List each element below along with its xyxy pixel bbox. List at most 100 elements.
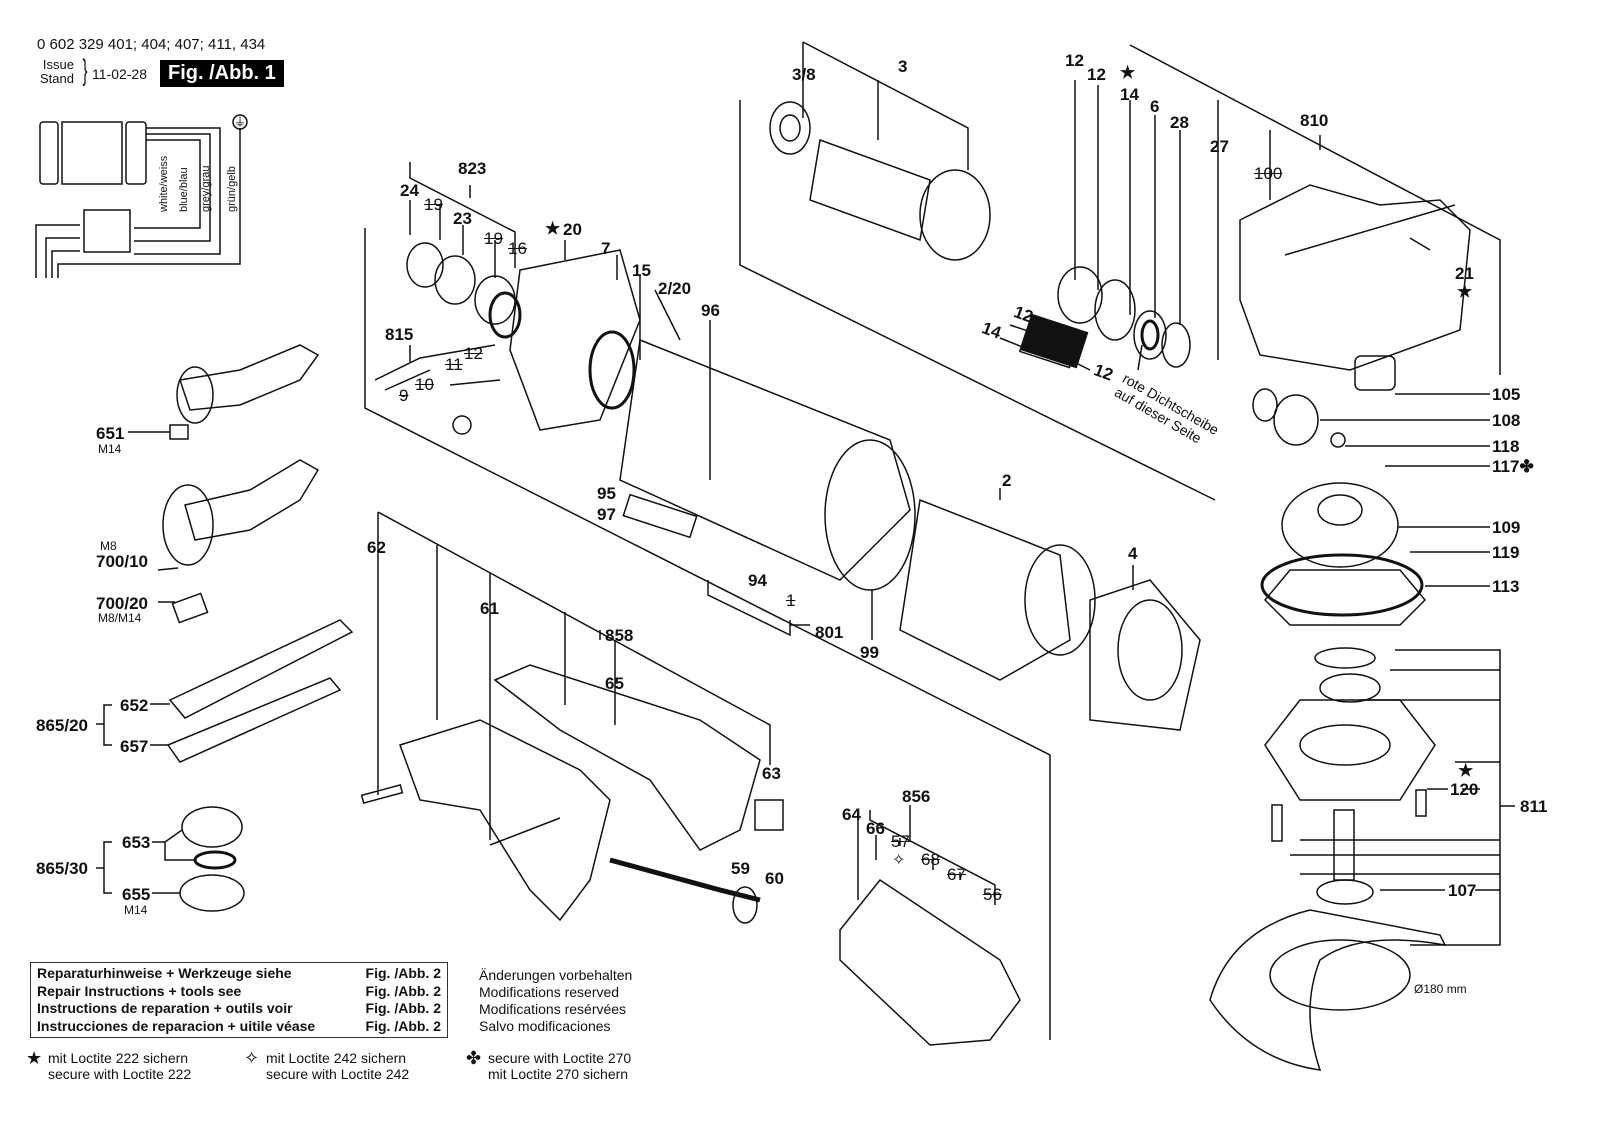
legend-line: mit Loctite 242 sichern xyxy=(266,1050,407,1066)
callout-700-10: 700/10 xyxy=(96,552,148,571)
part-numbers: 0 602 329 401; 404; 407; 411, 434 xyxy=(37,36,266,53)
callout-11: 11 xyxy=(445,355,463,374)
callout-865-20: 865/20 xyxy=(36,716,88,735)
callout-120: 120 xyxy=(1450,780,1479,799)
callout-12: 12 xyxy=(1087,65,1106,84)
clover-icon: ✤ xyxy=(1519,457,1534,476)
callout-117: 117✤ xyxy=(1492,458,1534,475)
issue-label-de: Stand xyxy=(40,71,74,86)
callout-2: 2 xyxy=(1002,471,1012,490)
callout-94: 94 xyxy=(748,571,767,590)
callout-810: 810 xyxy=(1300,111,1329,130)
callout-28: 28 xyxy=(1170,113,1189,132)
callout-651: 651 xyxy=(96,424,125,443)
callout-15: 15 xyxy=(632,261,651,280)
callout-653: 653 xyxy=(122,833,151,852)
repair-row-text: Repair Instructions + tools see xyxy=(37,982,242,999)
callout-10: 10 xyxy=(415,375,434,394)
callout-100: 100 xyxy=(1254,164,1283,183)
callout-97: 97 xyxy=(597,505,616,524)
repair-row-ref: Fig. /Abb. 2 xyxy=(365,982,441,999)
wiring-diagram xyxy=(35,114,248,278)
repair-row-text: Reparaturhinweise + Werkzeuge siehe xyxy=(37,965,292,981)
callout-815: 815 xyxy=(385,325,414,344)
callout-56: 56 xyxy=(983,885,1002,904)
callout-67: 67 xyxy=(947,865,966,884)
issue-label: Issue Stand xyxy=(40,58,74,86)
repair-row-ref: Fig. /Abb. 2 xyxy=(365,1017,441,1034)
filled-star-icon: ★ xyxy=(26,1048,43,1068)
outline-star-icon: ✧ xyxy=(244,1048,260,1068)
legend-line: secure with Loctite 222 xyxy=(48,1066,192,1082)
handle-accessories xyxy=(96,344,354,912)
callout-9: 9 xyxy=(399,386,409,405)
callout-57: 57 xyxy=(891,832,910,851)
callout-801: 801 xyxy=(815,623,844,642)
callout-14: 14 xyxy=(1120,85,1139,104)
callout-19: 19 xyxy=(424,195,443,214)
callout-113: 113 xyxy=(1492,577,1520,596)
repair-row: Reparaturhinweise + Werkzeuge siehe Fig. … xyxy=(37,965,441,983)
callout-24: 24 xyxy=(400,181,419,200)
callout-700-20-thread: M8/M14 xyxy=(98,611,142,625)
callout-59: 59 xyxy=(731,859,750,878)
wire-label-green-yellow: grün/gelb xyxy=(226,166,238,212)
callout-108: 108 xyxy=(1492,411,1521,430)
callout-61: 61 xyxy=(480,599,499,618)
callout-823: 823 xyxy=(458,159,487,178)
wire-label-grey: grey/grau xyxy=(200,165,212,212)
callout-109: 109 xyxy=(1492,518,1521,537)
callout-60: 60 xyxy=(765,869,784,888)
modifications-line: Änderungen vorbehalten xyxy=(479,967,633,983)
callout-3-8: 3/8 xyxy=(792,65,816,84)
callout-865-30: 865/30 xyxy=(36,859,88,878)
gear-head-housing xyxy=(1239,184,1490,626)
callout-655-thread: M14 xyxy=(124,903,148,917)
callout-652: 652 xyxy=(120,696,149,715)
brush-holder-group xyxy=(374,162,522,435)
legend-loctite-222: ★ mit Loctite 222 sichern secure with Lo… xyxy=(26,1049,192,1082)
repair-row: Instrucciones de reparacion + uitile véa… xyxy=(37,1018,441,1036)
callout-96: 96 xyxy=(701,301,720,320)
repair-row: Instructions de reparation + outils voir… xyxy=(37,1000,441,1018)
callout-700-20: 700/20 xyxy=(96,594,148,613)
callout-12: 12 xyxy=(1065,51,1084,70)
callout-99: 99 xyxy=(860,643,879,662)
callout-117-text: 117 xyxy=(1492,457,1520,476)
issue-date: 11-02-28 xyxy=(92,66,148,82)
callout-2-20: 2/20 xyxy=(658,279,692,298)
callout-700-10-thread: M8 xyxy=(100,539,117,553)
diameter-label: Ø180 mm xyxy=(1414,982,1467,996)
star-icon: ★ xyxy=(1458,761,1474,780)
legend-loctite-242: ✧ mit Loctite 242 sichern secure with Lo… xyxy=(244,1049,409,1082)
callout-105: 105 xyxy=(1492,385,1521,404)
handle-housing-group xyxy=(360,511,784,924)
callout-68: 68 xyxy=(921,850,940,869)
callout-107: 107 xyxy=(1448,881,1477,900)
repair-row-text: Instructions de reparation + outils voir xyxy=(37,1000,293,1016)
callout-62: 62 xyxy=(367,538,386,557)
spindle-guard-group xyxy=(1209,647,1515,1071)
star-icon: ★ xyxy=(545,219,561,238)
wire-label-white: white/weiss xyxy=(158,155,170,212)
callout-65: 65 xyxy=(605,674,624,693)
callout-7: 7 xyxy=(601,239,611,258)
callout-19: 19 xyxy=(484,229,503,248)
modifications-note: Änderungen vorbehalten Modifications res… xyxy=(479,967,632,1035)
brace-symbol: } xyxy=(82,54,88,87)
ground-icon: ⏚ xyxy=(234,115,247,129)
callout-3: 3 xyxy=(898,57,908,76)
repair-row: Repair Instructions + tools see Fig. /Abb… xyxy=(37,983,441,1001)
modifications-line: Modifications reserved xyxy=(479,984,620,1000)
clover-icon: ✤ xyxy=(466,1048,482,1068)
modifications-line: Modifications resérvées xyxy=(479,1001,627,1017)
callout-651-thread: M14 xyxy=(98,442,122,456)
repair-row-ref: Fig. /Abb. 2 xyxy=(365,965,441,981)
callout-27: 27 xyxy=(1210,137,1229,156)
wire-label-blue: blue/blau xyxy=(178,167,190,212)
legend-line: secure with Loctite 270 xyxy=(488,1050,632,1066)
callout-118: 118 xyxy=(1492,437,1520,456)
callout-856: 856 xyxy=(902,787,931,806)
